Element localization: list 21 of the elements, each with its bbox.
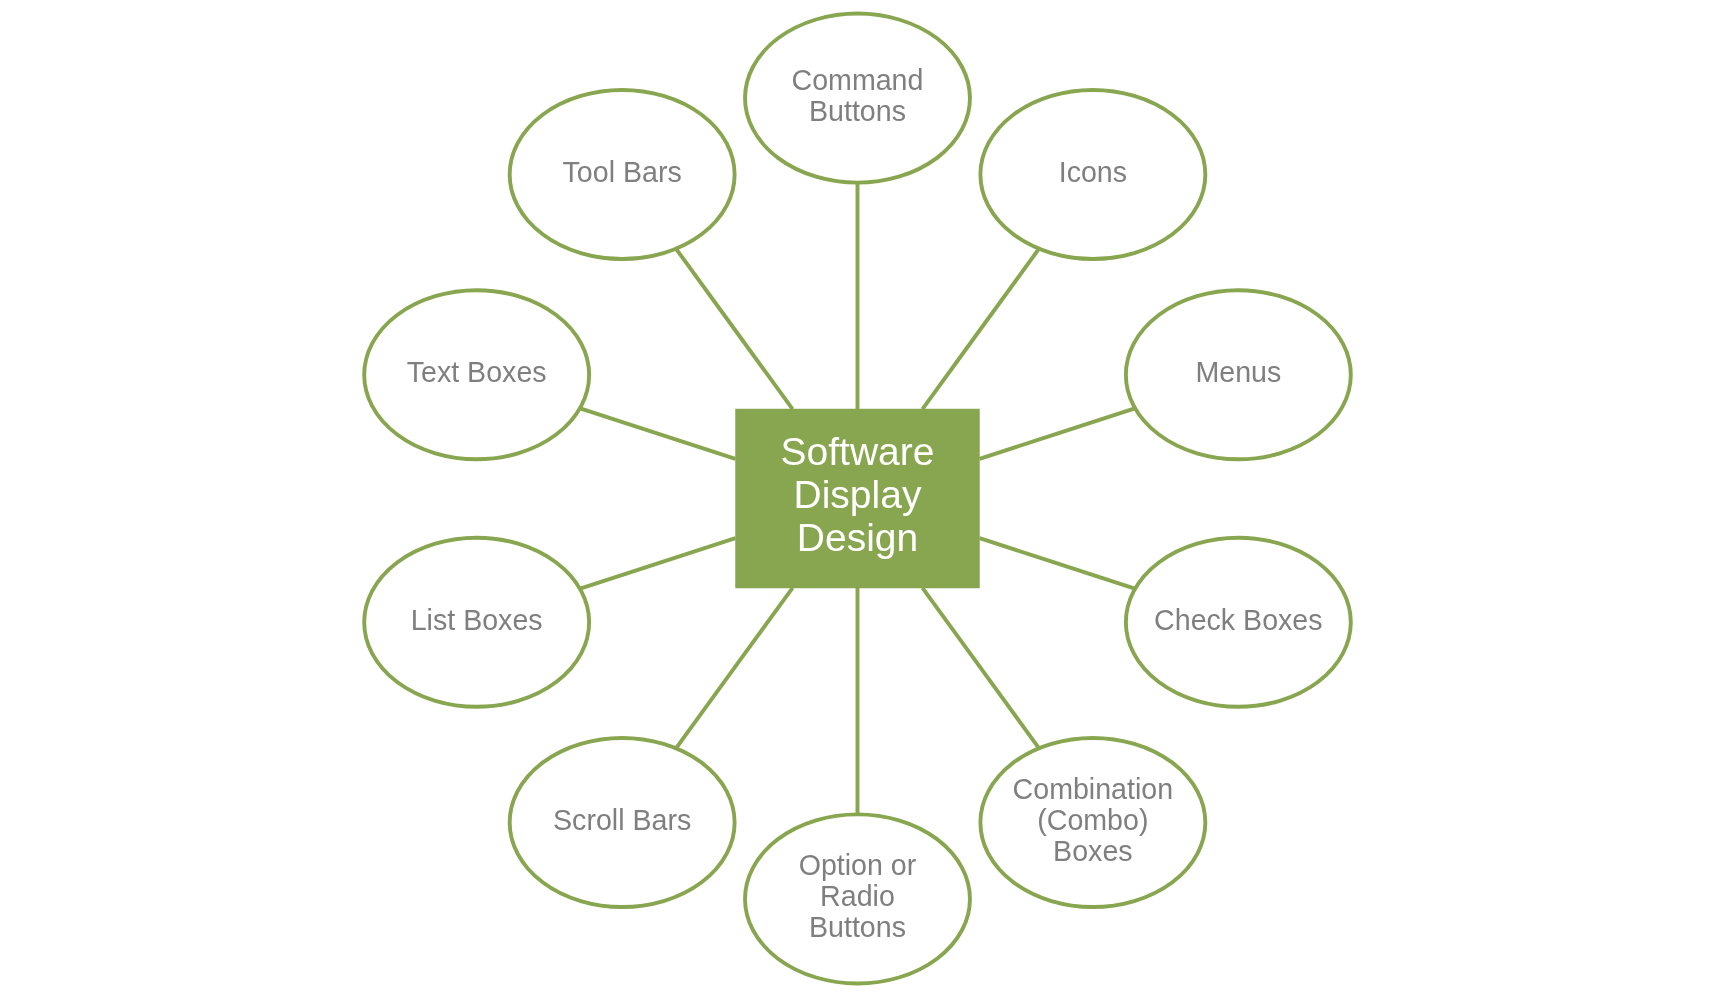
connector <box>855 587 860 815</box>
connector <box>920 247 1041 411</box>
node-ellipse: List Boxes <box>362 535 592 709</box>
node-ellipse: Command Buttons <box>743 11 972 185</box>
connector <box>579 536 737 591</box>
node-ellipse: Check Boxes <box>1123 535 1353 709</box>
node-ellipse: Option or Radio Buttons <box>743 812 972 986</box>
node-ellipse: Text Boxes <box>362 288 592 462</box>
node-ellipse: Tool Bars <box>507 88 737 261</box>
connector <box>579 406 737 461</box>
connector <box>978 406 1136 461</box>
connector <box>674 586 795 750</box>
connector <box>674 247 795 411</box>
node-ellipse: Menus <box>1123 288 1353 462</box>
node-box: Software Display Design <box>735 408 980 589</box>
connector <box>978 536 1136 591</box>
node-ellipse: Scroll Bars <box>507 735 737 909</box>
node-ellipse: Combination (Combo) Boxes <box>978 735 1208 909</box>
connector <box>855 182 860 410</box>
node-ellipse: Icons <box>978 88 1208 261</box>
connector <box>920 586 1041 750</box>
